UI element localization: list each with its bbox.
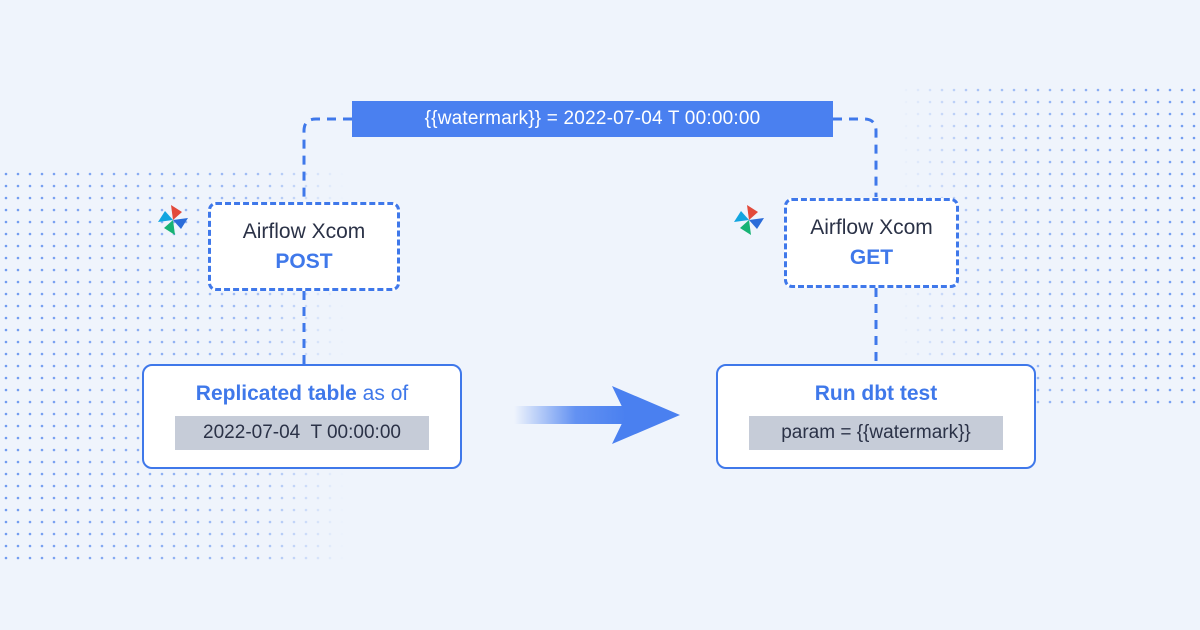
replicated-table-heading: Replicated table as of xyxy=(196,382,408,406)
run-dbt-test-heading: Run dbt test xyxy=(814,382,938,405)
xcom-post-node: Airflow Xcom POST xyxy=(208,202,400,291)
xcom-get-node: Airflow Xcom GET xyxy=(784,198,959,288)
xcom-post-method: POST xyxy=(275,249,333,273)
dbt-param-chip: param = {{watermark}} xyxy=(749,416,1003,450)
replicated-table-heading-bold: Replicated table xyxy=(195,382,357,405)
run-dbt-test-card: Run dbt test param = {{watermark}} xyxy=(716,364,1036,469)
watermark-connector-right xyxy=(833,117,878,197)
replicated-table-timestamp: 2022-07-04 T 00:00:00 xyxy=(175,416,429,450)
xcom-post-title: Airflow Xcom xyxy=(242,219,366,243)
replicated-table-heading-suffix: as of xyxy=(356,382,409,405)
watermark-label: {{watermark}} = 2022-07-04 T 00:00:00 xyxy=(352,101,833,137)
xcom-get-title: Airflow Xcom xyxy=(810,216,933,239)
airflow-pinwheel-icon xyxy=(158,205,188,235)
arrow-right-icon xyxy=(514,386,680,444)
xcom-get-method: GET xyxy=(849,246,894,269)
airflow-pinwheel-icon xyxy=(734,205,764,235)
watermark-connector-left xyxy=(302,117,352,199)
replicated-table-card: Replicated table as of 2022-07-04 T 00:0… xyxy=(142,364,462,469)
